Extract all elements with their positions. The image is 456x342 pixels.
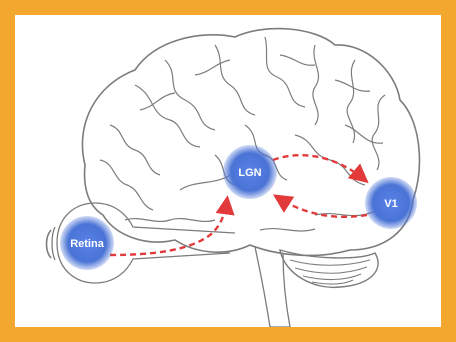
visual-pathway-diagram: Retina LGN V1 [45, 27, 421, 327]
arrow-lgn-to-v1 [272, 154, 369, 184]
node-lgn: LGN [223, 145, 277, 199]
arrow-retina-to-lgn [109, 195, 235, 257]
pathway-arrows [109, 154, 369, 257]
arrow-v1-to-lgn [272, 194, 368, 218]
node-retina: Retina [60, 216, 114, 270]
brain-illustration [81, 27, 421, 257]
eye-illustration [45, 202, 236, 284]
cerebrum-outline [81, 27, 421, 257]
cerebellum-illustration [279, 249, 379, 289]
node-label-v1: V1 [384, 198, 397, 210]
node-label-lgn: LGN [238, 167, 261, 179]
diagram-panel: Retina LGN V1 [15, 15, 441, 327]
node-v1: V1 [365, 177, 417, 229]
brainstem-illustration [254, 246, 291, 327]
node-label-retina: Retina [70, 238, 105, 250]
